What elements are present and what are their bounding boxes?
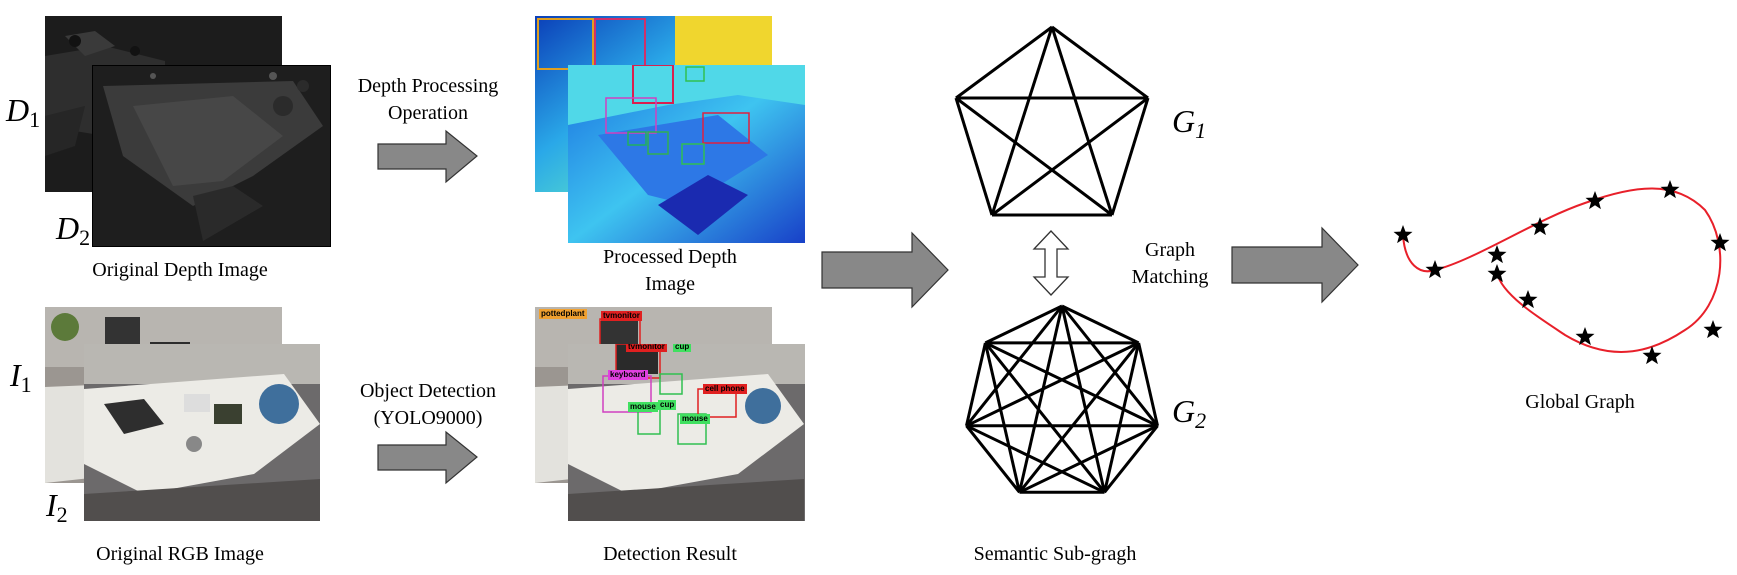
global-graph <box>1393 180 1730 365</box>
keyframe-star-icon <box>1660 180 1680 199</box>
keyframe-star-icon <box>1425 260 1445 279</box>
original-depth-image-front <box>92 65 331 247</box>
graph-edge <box>965 424 1106 494</box>
detection-tag-mouse: mouse <box>680 414 710 424</box>
keyframe-star-icon <box>1575 327 1595 346</box>
detection-tag-pottedplant: pottedplant <box>539 309 587 319</box>
caption-global-graph: Global Graph <box>1525 391 1635 413</box>
graph-edge <box>983 342 1021 493</box>
keyframe-star-icon <box>1487 245 1507 264</box>
graph-edge <box>1137 342 1160 427</box>
detection-tag-cup: cup <box>658 400 677 410</box>
graph-edge <box>984 304 1063 345</box>
graph-edge <box>964 342 987 427</box>
keyframe-star-icon <box>1710 233 1730 252</box>
trajectory-curve <box>1402 187 1722 353</box>
detection-tag-keyboard: keyboard <box>608 370 648 380</box>
graph-edge <box>984 341 1159 428</box>
detection-tag-cell-phone: cell phone <box>703 384 747 394</box>
graph-edge <box>1061 304 1140 345</box>
graph-edge <box>1060 305 1106 493</box>
caption-original-rgb: Original RGB Image <box>96 543 264 565</box>
graph-edge <box>965 424 1021 494</box>
depth-processing-arrow <box>377 129 478 184</box>
caption-processed-depth: Processed Depth Image <box>603 246 737 295</box>
graph-edge <box>965 305 1064 427</box>
detection-tag-cup: cup <box>673 344 692 352</box>
graph-edge <box>1103 342 1141 493</box>
graph-matching-label: Graph Matching <box>1131 239 1209 288</box>
heptagon-graph-g2 <box>964 304 1160 494</box>
label-g1: G1 <box>1172 103 1207 143</box>
keyframe-star-icon <box>1642 346 1662 365</box>
label-d2: D2 <box>56 210 91 250</box>
detection-image-front: tvmonitor cup keyboard cell phone cup mo… <box>568 344 805 521</box>
keyframe-star-icon <box>1518 290 1538 309</box>
keyframe-star-icon <box>1530 217 1550 236</box>
original-rgb-image-front <box>84 344 320 521</box>
label-d1: D1 <box>6 92 41 132</box>
graph-edge <box>1018 341 1140 494</box>
keyframe-star-icon <box>1487 264 1507 283</box>
detection-tag-mouse: mouse <box>628 402 658 412</box>
processed-depth-image-front <box>568 65 805 243</box>
graph-edge <box>965 341 1140 428</box>
label-i2: I2 <box>46 487 68 527</box>
graph-edge <box>1018 305 1064 493</box>
object-detection-arrow <box>377 430 478 485</box>
detection-tag-tvmonitor: tvmonitor <box>601 311 642 321</box>
caption-original-depth: Original Depth Image <box>92 259 268 281</box>
graph-edge <box>1103 424 1159 494</box>
graph-edge <box>1060 305 1159 427</box>
graph-matching-arrow <box>1231 226 1359 304</box>
graph-edge <box>984 341 1106 494</box>
depth-processing-label: Depth Processing Operation <box>357 75 499 124</box>
to-semantic-subgraph-arrow <box>821 231 949 309</box>
keyframe-star-icon <box>1393 225 1413 244</box>
matching-double-arrow <box>1032 230 1070 296</box>
caption-semantic-subgraph: Semantic Sub-gragh <box>973 543 1137 565</box>
label-g2: G2 <box>1172 393 1207 433</box>
pentagon-graph-g1 <box>954 25 1150 217</box>
label-i1: I1 <box>10 357 32 397</box>
caption-detection-result: Detection Result <box>603 543 737 565</box>
keyframe-star-icon <box>1703 320 1723 339</box>
keyframe-star-icon <box>1585 191 1605 210</box>
graph-edge <box>1018 424 1159 494</box>
object-detection-label: Object Detection (YOLO9000) <box>359 380 497 429</box>
detection-tag-tvmonitor: tvmonitor <box>626 344 667 352</box>
